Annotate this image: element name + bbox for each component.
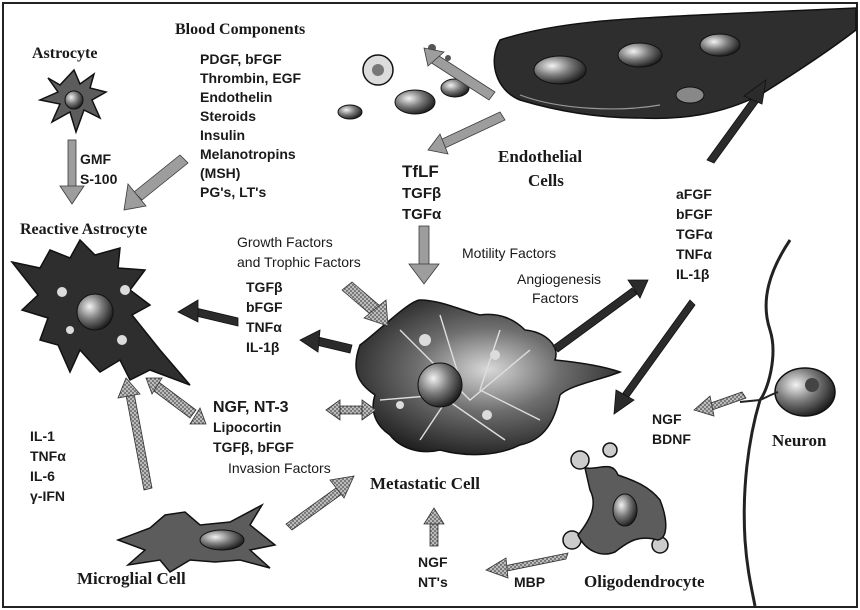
oligo-factor: NGF xyxy=(418,554,448,570)
microglial-factor: IL-6 xyxy=(30,468,55,484)
microglial-cell-label: Microglial Cell xyxy=(77,569,186,588)
endothelial-factor: TfLF xyxy=(402,162,439,181)
oligodendrocyte-label: Oligodendrocyte xyxy=(584,572,705,591)
angiogenesis-factor: TNFα xyxy=(676,246,712,262)
blood-components-label: Blood Components xyxy=(175,21,305,38)
angiogenesis-line: Factors xyxy=(532,290,579,306)
invasion-factor: TGFβ, bFGF xyxy=(213,439,294,455)
blood-factor: Thrombin, EGF xyxy=(200,70,302,86)
neuron-factor: NGF xyxy=(652,411,682,427)
angiogenesis-factor: IL-1β xyxy=(676,266,710,282)
metastatic-cell-label: Metastatic Cell xyxy=(370,474,480,493)
neuron-label: Neuron xyxy=(772,431,827,450)
motility-factors-category: Motility Factors xyxy=(462,245,556,261)
angiogenesis-factor-list: aFGF bFGF TGFα TNFα IL-1β xyxy=(676,186,713,282)
oligo-factor: NT's xyxy=(418,574,448,590)
invasion-factors-category: Invasion Factors xyxy=(228,460,331,476)
blood-factor: PG's, LT's xyxy=(200,184,267,200)
endothelial-factor: TGFα xyxy=(402,206,442,223)
microglial-factor: γ-IFN xyxy=(30,488,65,504)
endothelial-factor-list: TfLF TGFβ TGFα xyxy=(402,162,442,223)
reactive-factor: bFGF xyxy=(246,299,283,315)
neuron-factor: BDNF xyxy=(652,431,691,447)
angiogenesis-factor: TGFα xyxy=(676,226,713,242)
endothelial-label-line: Cells xyxy=(528,171,564,190)
growth-category-line: Growth Factors xyxy=(237,234,333,250)
blood-factor: Steroids xyxy=(200,108,256,124)
astrocyte-factor: GMF xyxy=(80,151,112,167)
microglial-factor: TNFα xyxy=(30,448,66,464)
blood-factor: (MSH) xyxy=(200,165,240,181)
astrocyte-label: Astrocyte xyxy=(32,45,97,62)
invasion-factor: NGF, NT-3 xyxy=(213,399,289,416)
reactive-astrocyte-label: Reactive Astrocyte xyxy=(20,221,147,238)
growth-category-line: and Trophic Factors xyxy=(237,254,361,270)
microglial-factor: IL-1 xyxy=(30,428,55,444)
blood-factor: Melanotropins xyxy=(200,146,296,162)
angiogenesis-factor: bFGF xyxy=(676,206,713,222)
angiogenesis-factor: aFGF xyxy=(676,186,712,202)
blood-factor: Insulin xyxy=(200,127,245,143)
blood-factor: Endothelin xyxy=(200,89,272,105)
invasion-factor: Lipocortin xyxy=(213,419,281,435)
astrocyte-factor: S-100 xyxy=(80,171,118,187)
reactive-factor: TNFα xyxy=(246,319,282,335)
mbp-label: MBP xyxy=(514,574,545,590)
reactive-factor: TGFβ xyxy=(246,279,283,295)
angiogenesis-line: Angiogenesis xyxy=(517,271,601,287)
blood-factor: PDGF, bFGF xyxy=(200,51,282,67)
endothelial-label-line: Endothelial xyxy=(498,147,582,166)
endothelial-factor: TGFβ xyxy=(402,185,441,202)
reactive-factor: IL-1β xyxy=(246,339,280,355)
